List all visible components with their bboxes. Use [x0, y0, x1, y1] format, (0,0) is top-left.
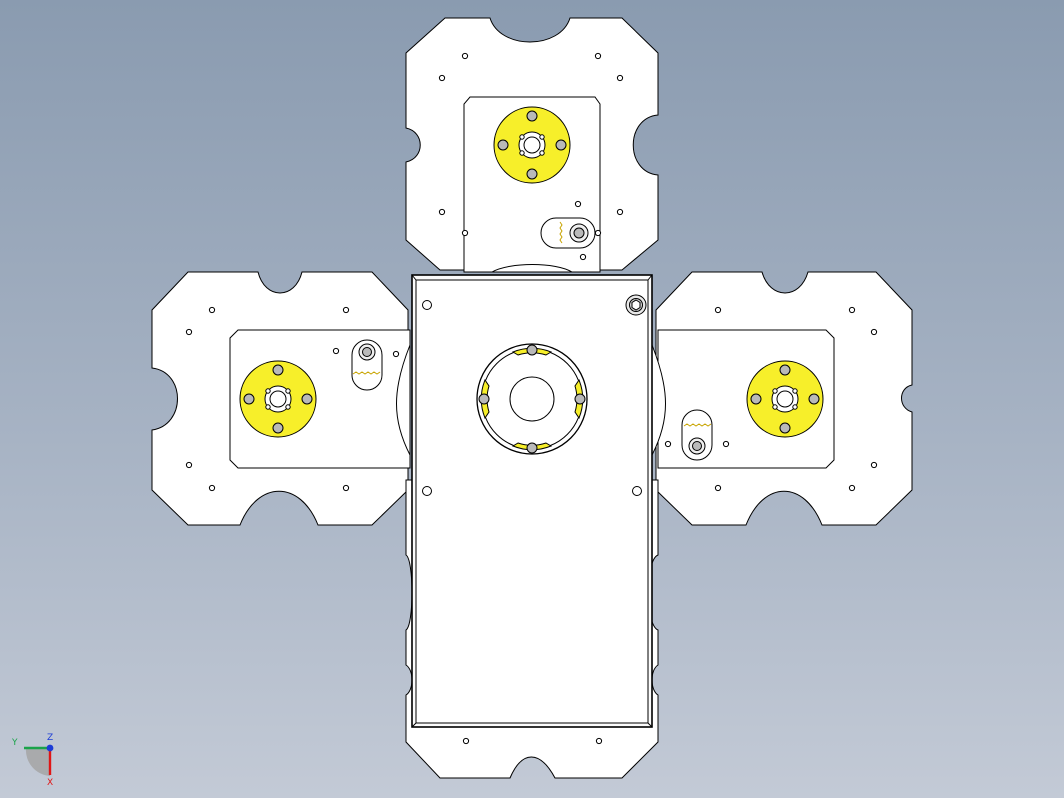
coordinate-triad-icon[interactable]: Y Z X	[11, 733, 54, 788]
center-housing[interactable]	[411, 274, 653, 728]
cam-slot-top[interactable]	[540, 217, 596, 249]
hub-left[interactable]	[239, 360, 317, 438]
center-ring-screws	[478, 344, 586, 454]
triad-z-label: Z	[47, 733, 53, 743]
triad-y-label: Y	[11, 738, 18, 748]
triad-x-label: X	[47, 778, 53, 788]
top-plate-holes	[438, 52, 624, 261]
bottom-plate-holes	[462, 737, 603, 745]
hub-top[interactable]	[493, 106, 571, 184]
center-ring[interactable]	[476, 343, 588, 455]
center-turntable	[396, 344, 411, 456]
right-plate-holes	[664, 306, 878, 492]
hub-right[interactable]	[746, 360, 824, 438]
cam-slot-left[interactable]	[351, 339, 383, 391]
left-plate-holes	[185, 306, 400, 492]
cam-slot-right[interactable]	[681, 409, 713, 461]
triad-z-axis	[46, 744, 54, 752]
